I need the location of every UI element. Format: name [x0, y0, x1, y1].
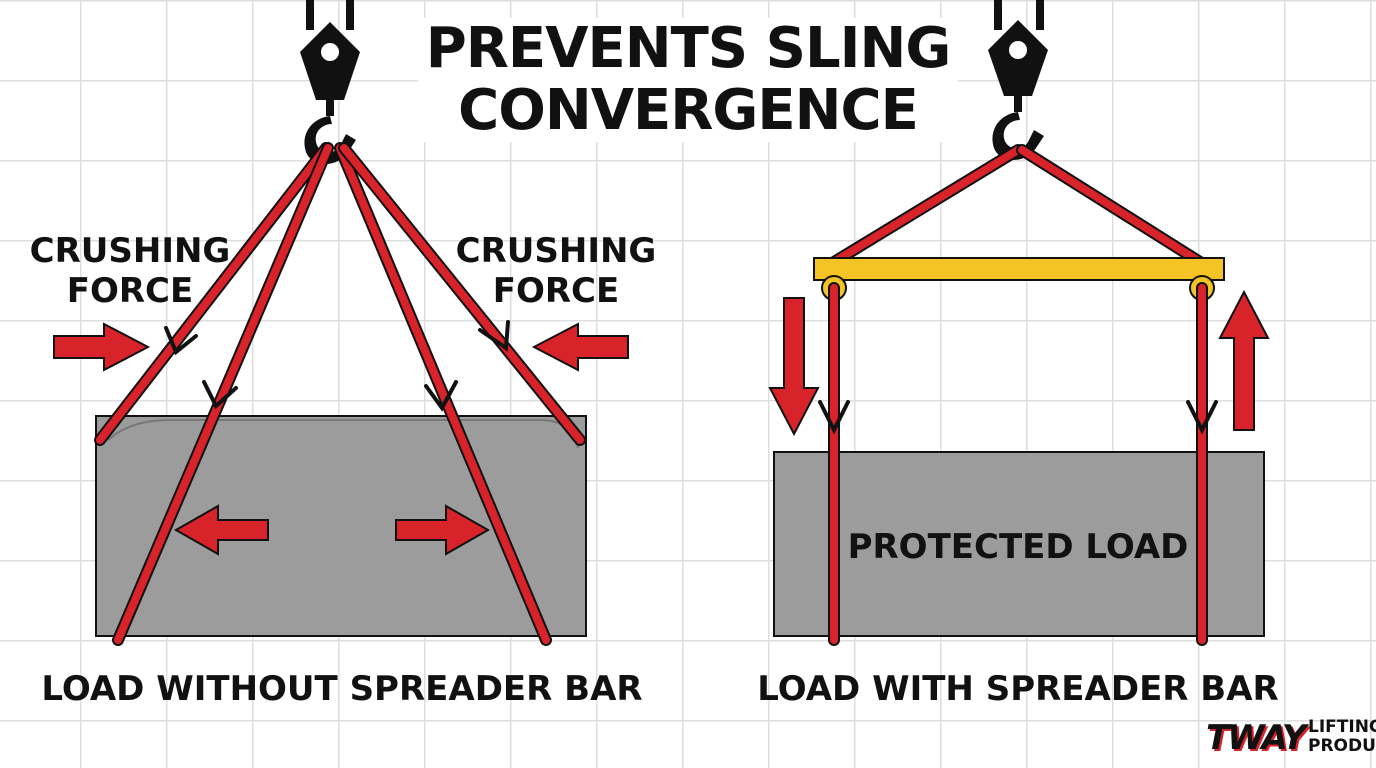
crushing-force-label-left-line1: CRUSHING: [30, 231, 231, 271]
title-line-2: CONVERGENCE: [458, 78, 919, 143]
logo-line-2: PRODUCTS: [1308, 736, 1376, 756]
crane-hook-right: [988, 0, 1048, 160]
left-panel: CRUSHING FORCE CRUSHING FORCE LOAD WITHO…: [30, 0, 657, 709]
outward-arrow-left: [173, 504, 269, 556]
upper-slings: [828, 144, 1206, 268]
protected-load: [773, 451, 1265, 637]
vertical-slings: [818, 282, 1218, 646]
crushing-force-label-right-line1: CRUSHING: [456, 231, 657, 271]
caption-with-spreader: LOAD WITH SPREADER BAR: [757, 669, 1278, 709]
outward-arrow-right: [395, 504, 491, 556]
spreader-bar: [813, 257, 1225, 301]
title-line-1: PREVENTS SLING: [425, 16, 952, 81]
protected-load-label: PROTECTED LOAD: [848, 527, 1189, 567]
crushing-force-label-right-line2: FORCE: [493, 271, 620, 311]
crane-hook-left: [300, 0, 360, 164]
slings-converging: [94, 142, 586, 646]
brand-logo: TWAY LIFTING PRODUCTS: [1198, 712, 1376, 762]
logo-text: LIFTING PRODUCTS: [1308, 718, 1376, 756]
down-arrow: [768, 297, 820, 437]
up-arrow: [1218, 289, 1270, 431]
caption-without-spreader: LOAD WITHOUT SPREADER BAR: [41, 669, 642, 709]
page-title: PREVENTS SLING CONVERGENCE: [418, 18, 958, 142]
logo-mark: TWAY: [1206, 718, 1307, 758]
right-panel: PROTECTED LOAD LOAD WITH SPREADER BAR: [757, 0, 1279, 709]
crushing-arrow-right: [531, 322, 629, 372]
crushing-arrow-left: [53, 322, 151, 372]
crushing-force-label-left-line2: FORCE: [67, 271, 194, 311]
logo-line-1: LIFTING: [1308, 717, 1376, 737]
